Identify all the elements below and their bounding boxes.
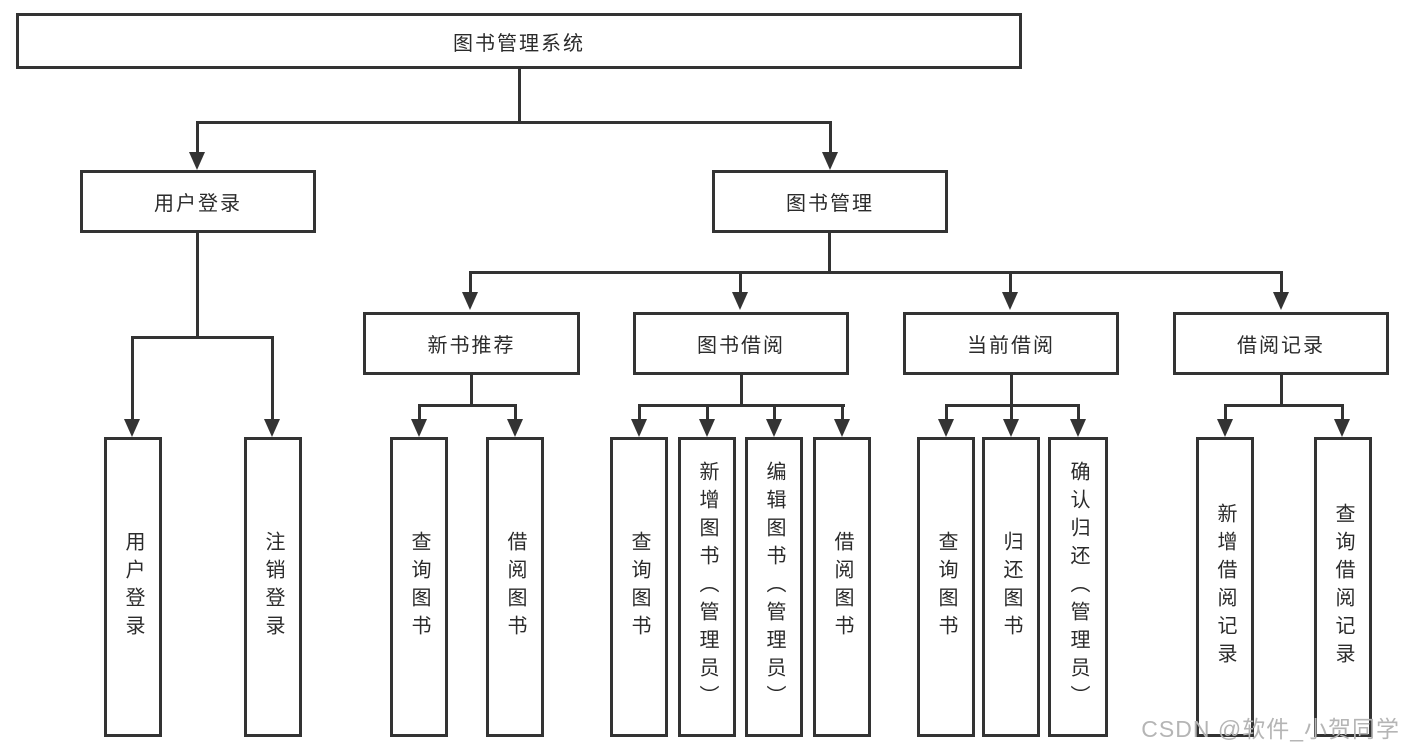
- arrow-down-icon: [766, 419, 782, 437]
- leaf-return-books: 归还图书: [982, 437, 1040, 737]
- arrow-down-icon: [732, 292, 748, 310]
- leaf-logout: 注销登录: [244, 437, 302, 737]
- leaf-label: 新增借阅记录: [1214, 503, 1236, 671]
- edge-line: [829, 121, 832, 154]
- arrow-down-icon: [1273, 292, 1289, 310]
- node-current-borrow: 当前借阅: [903, 312, 1119, 375]
- edge-line: [945, 404, 948, 420]
- edge-line: [773, 404, 776, 420]
- leaf-add-books-admin: 新增图书（管理员）: [678, 437, 736, 737]
- leaf-label: 用户登录: [122, 531, 144, 643]
- leaf-label: 注销登录: [262, 531, 284, 643]
- edge-line: [1224, 404, 1344, 407]
- node-book-borrow: 图书借阅: [633, 312, 849, 375]
- edge-line: [196, 233, 199, 339]
- edge-line: [1224, 404, 1227, 420]
- arrow-down-icon: [1217, 419, 1233, 437]
- edge-line: [1010, 375, 1013, 407]
- leaf-add-borrow-record: 新增借阅记录: [1196, 437, 1254, 737]
- leaf-label: 归还图书: [1000, 531, 1022, 643]
- node-book-management: 图书管理: [712, 170, 948, 233]
- edge-line: [271, 336, 274, 420]
- arrow-down-icon: [699, 419, 715, 437]
- node-root: 图书管理系统: [16, 13, 1022, 69]
- edge-line: [196, 121, 199, 154]
- leaf-borrow-books: 借阅图书: [813, 437, 871, 737]
- leaf-borrow-books-recommend: 借阅图书: [486, 437, 544, 737]
- leaf-confirm-return-admin: 确认归还（管理员）: [1048, 437, 1108, 737]
- leaf-label: 编辑图书（管理员）: [763, 461, 785, 713]
- edge-line: [518, 69, 521, 124]
- leaf-label: 查询图书: [935, 531, 957, 643]
- edge-line: [739, 271, 742, 293]
- arrow-down-icon: [462, 292, 478, 310]
- watermark-text: CSDN @软件_小贺同学: [1141, 716, 1400, 742]
- edge-line: [841, 404, 844, 420]
- arrow-down-icon: [411, 419, 427, 437]
- arrow-down-icon: [938, 419, 954, 437]
- edge-line: [469, 271, 472, 293]
- edge-line: [706, 404, 709, 420]
- edge-line: [131, 336, 274, 339]
- node-borrow-records: 借阅记录: [1173, 312, 1389, 375]
- edge-line: [1077, 404, 1080, 420]
- node-user-login: 用户登录: [80, 170, 316, 233]
- edge-line: [1341, 404, 1344, 420]
- edge-line: [418, 404, 421, 420]
- edge-line: [1280, 375, 1283, 407]
- arrow-down-icon: [631, 419, 647, 437]
- edge-line: [638, 404, 641, 420]
- edge-line: [418, 404, 517, 407]
- leaf-label: 查询图书: [628, 531, 650, 643]
- edge-line: [1280, 271, 1283, 293]
- leaf-edit-books-admin: 编辑图书（管理员）: [745, 437, 803, 737]
- edge-line: [1010, 404, 1013, 420]
- leaf-label: 借阅图书: [831, 531, 853, 643]
- arrow-down-icon: [1002, 292, 1018, 310]
- edge-line: [469, 271, 1283, 274]
- leaf-label: 确认归还（管理员）: [1067, 461, 1089, 713]
- arrow-down-icon: [822, 152, 838, 170]
- edge-line: [828, 233, 831, 274]
- arrow-down-icon: [189, 152, 205, 170]
- edge-line: [1009, 271, 1012, 293]
- leaf-query-books-borrow: 查询图书: [610, 437, 668, 737]
- edge-line: [470, 375, 473, 407]
- leaf-query-books-recommend: 查询图书: [390, 437, 448, 737]
- edge-line: [638, 404, 845, 407]
- edge-line: [514, 404, 517, 420]
- arrow-down-icon: [1334, 419, 1350, 437]
- arrow-down-icon: [264, 419, 280, 437]
- node-new-book-recommend: 新书推荐: [363, 312, 580, 375]
- arrow-down-icon: [834, 419, 850, 437]
- arrow-down-icon: [1003, 419, 1019, 437]
- edge-line: [131, 336, 134, 420]
- leaf-label: 查询借阅记录: [1332, 503, 1354, 671]
- leaf-label: 新增图书（管理员）: [696, 461, 718, 713]
- arrow-down-icon: [507, 419, 523, 437]
- leaf-user-login: 用户登录: [104, 437, 162, 737]
- leaf-query-books-current: 查询图书: [917, 437, 975, 737]
- arrow-down-icon: [1070, 419, 1086, 437]
- edge-line: [740, 375, 743, 407]
- leaf-label: 借阅图书: [504, 531, 526, 643]
- edge-line: [196, 121, 832, 124]
- arrow-down-icon: [124, 419, 140, 437]
- leaf-query-borrow-record: 查询借阅记录: [1314, 437, 1372, 737]
- leaf-label: 查询图书: [408, 531, 430, 643]
